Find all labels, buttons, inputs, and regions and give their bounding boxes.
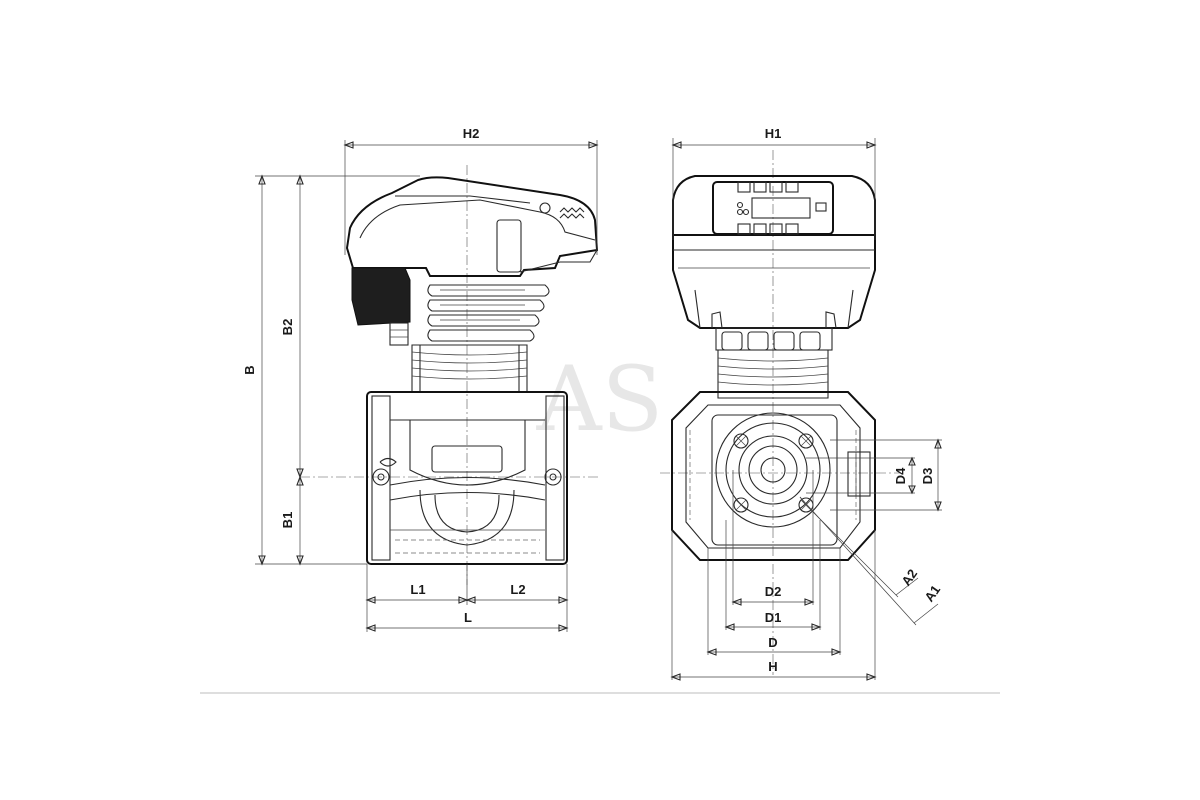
flange <box>715 412 831 528</box>
dim-d4 <box>806 456 916 495</box>
label-d1: D1 <box>765 610 782 625</box>
label-l: L <box>464 610 472 625</box>
label-h2: H2 <box>463 126 480 141</box>
dim-a2-a1 <box>799 496 939 626</box>
dim-h <box>670 530 877 681</box>
dim-b <box>255 174 420 566</box>
clip-right <box>825 311 837 329</box>
front-view: H1 D4 D3 D2 <box>660 126 943 681</box>
label-a1: A1 <box>921 582 943 604</box>
label-a2: A2 <box>898 566 920 588</box>
label-l1: L1 <box>410 582 425 597</box>
dim-b2 <box>296 174 304 479</box>
cooling-fins <box>427 284 550 342</box>
pump-body-front <box>671 391 876 561</box>
label-d: D <box>768 635 777 650</box>
label-h: H <box>768 659 777 674</box>
connector-box <box>496 219 522 273</box>
dim-h2 <box>343 140 599 255</box>
label-l2: L2 <box>510 582 525 597</box>
watermark: AS <box>536 347 664 452</box>
vent-slots <box>539 202 585 219</box>
dim-d <box>706 548 842 656</box>
label-d2: D2 <box>765 584 782 599</box>
dim-h1 <box>671 138 877 240</box>
dim-l <box>365 564 569 632</box>
label-d4: D4 <box>893 467 908 484</box>
stator-neck <box>411 344 528 393</box>
label-b1: B1 <box>280 512 295 529</box>
clip-left <box>711 311 723 329</box>
dim-d1 <box>724 520 822 631</box>
motor-cover <box>345 176 599 277</box>
label-b2: B2 <box>280 319 295 336</box>
label-d3: D3 <box>920 468 935 485</box>
dim-b1 <box>296 475 304 566</box>
control-panel <box>712 181 834 235</box>
electronics-block <box>351 267 411 326</box>
dim-d3 <box>830 438 942 512</box>
dim-d2 <box>731 470 815 606</box>
side-view: H2 B B2 B1 L1 <box>242 126 600 632</box>
display-screen <box>751 197 811 219</box>
label-h1: H1 <box>765 126 782 141</box>
label-b: B <box>242 365 257 374</box>
motor-head-front <box>672 175 876 329</box>
coupling-nuts <box>715 327 833 351</box>
cable-gland <box>389 322 409 346</box>
